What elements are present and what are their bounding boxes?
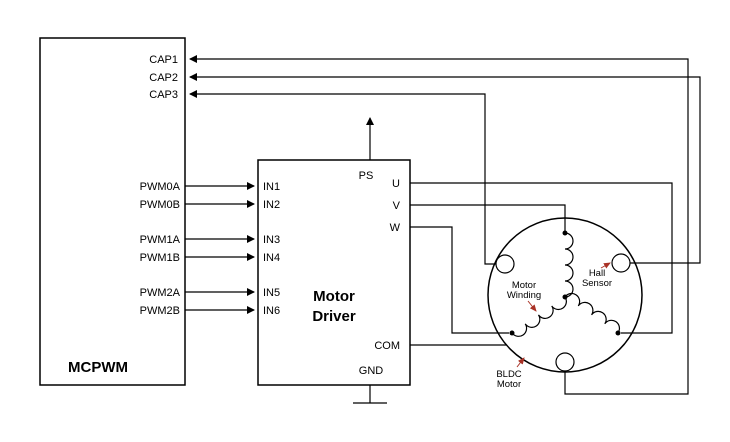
mcpwm-box <box>39 37 186 386</box>
mcpwm-title: MCPWM <box>68 359 128 376</box>
motor-driver-title: Driver <box>312 308 356 325</box>
com-pin-label: COM <box>374 340 400 352</box>
motor-winding-pointer <box>527 300 537 312</box>
in-pin-label: IN6 <box>263 305 280 317</box>
hall-sensor-pointer <box>600 262 611 269</box>
pwm-pin-label: PWM1A <box>140 234 181 246</box>
bldc-motor-label: BLDC <box>496 369 521 380</box>
phase-pin-label: W <box>390 222 401 234</box>
wire-cap1 <box>189 55 689 395</box>
phase-pin-label: V <box>393 200 401 212</box>
hall-sensor <box>555 352 575 372</box>
hall-sensor-label: Sensor <box>582 278 612 289</box>
in-pin-label: IN3 <box>263 234 280 246</box>
pwm-pin-label: PWM2B <box>140 305 180 317</box>
motor-winding-coil <box>564 232 574 298</box>
motor-driver-title: Motor <box>313 288 355 305</box>
cap-pin-label: CAP3 <box>149 89 178 101</box>
motor-winding-label: Winding <box>507 290 541 301</box>
wire-phase-u <box>410 182 673 334</box>
in-pin-label: IN1 <box>263 181 280 193</box>
bldc-motor-pointer <box>516 357 525 368</box>
cap-pin-label: CAP2 <box>149 72 178 84</box>
pwm-pin-label: PWM0B <box>140 199 180 211</box>
pwm-pin-label: PWM2A <box>140 287 181 299</box>
phase-pin-label: U <box>392 178 400 190</box>
wire-cap3 <box>189 90 496 265</box>
gnd-pin-label: GND <box>359 365 384 377</box>
motor-driver-box <box>257 159 411 386</box>
in-pin-label: IN5 <box>263 287 280 299</box>
hall-sensor-label: Hall <box>589 268 605 279</box>
wire-cap2 <box>189 73 701 264</box>
motor-winding-label: Motor <box>512 280 536 291</box>
ps-pin-label: PS <box>359 170 374 182</box>
pwm-pin-label: PWM1B <box>140 252 180 264</box>
motor-winding-coil <box>511 296 567 337</box>
bldc-motor-label: Motor <box>497 379 521 390</box>
winding-terminal-dot <box>615 330 621 336</box>
winding-terminal-dot <box>562 230 568 236</box>
in-pin-label: IN2 <box>263 199 280 211</box>
hall-sensor <box>611 253 631 273</box>
winding-terminal-dot <box>509 330 515 336</box>
pwm-pin-label: PWM0A <box>140 181 181 193</box>
in-pin-label: IN4 <box>263 252 280 264</box>
hall-sensor <box>495 254 515 274</box>
wire-phase-v <box>410 204 566 233</box>
winding-junction-dot <box>562 294 568 300</box>
wire-phase-w <box>410 226 509 334</box>
cap-pin-label: CAP1 <box>149 54 178 66</box>
